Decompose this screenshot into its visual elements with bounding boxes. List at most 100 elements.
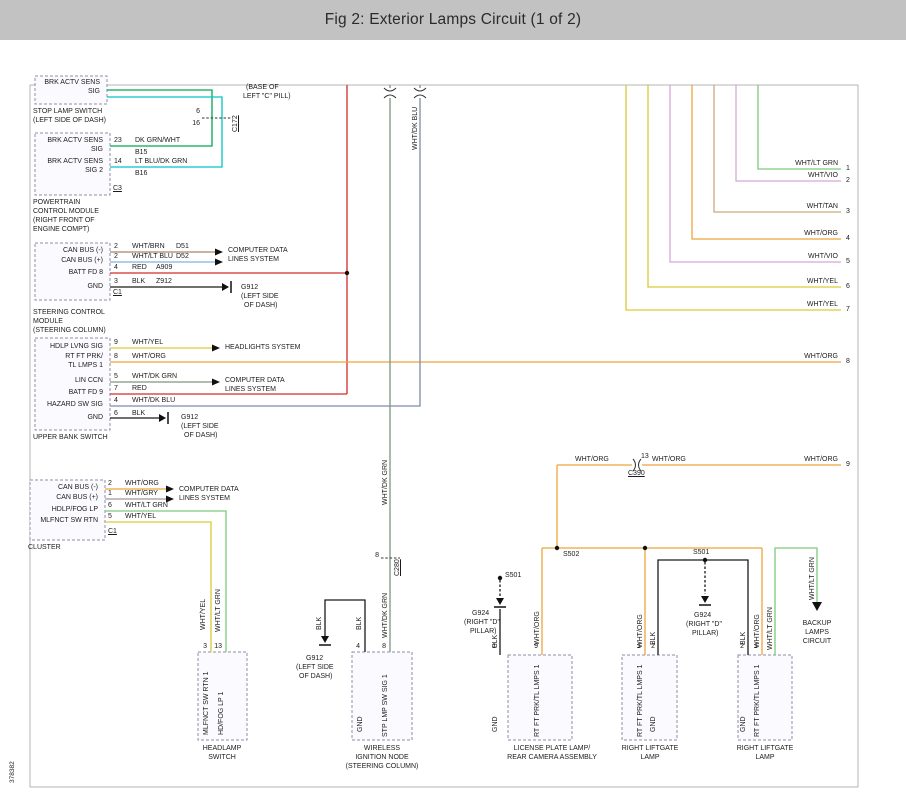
diagram-label: GND [492, 716, 499, 732]
diagram-label: LAMP [640, 754, 660, 761]
right-liftgate-lamp-1-box [621, 654, 678, 741]
diagram-label: D52 [176, 253, 189, 260]
ground-symbol-g924-license [496, 598, 504, 605]
diagram-label: WHT/DK BLU [132, 397, 176, 404]
backup-lamps-wire [774, 547, 822, 655]
line-break-symbols [383, 87, 427, 99]
diagram-label: CAN BUS (+) [56, 494, 98, 501]
diagram-label: (STEERING COLUMN) [33, 327, 106, 334]
wire-row-5 [669, 85, 841, 263]
diagram-label: WHT/ORG [804, 230, 838, 237]
diagram-label: ENGINE COMPT) [33, 226, 90, 233]
diagram-label: RT FT PRK/TL LMPS 1 [637, 664, 644, 738]
diagram-label: SIG [87, 88, 100, 95]
right-liftgate-lamp-2-name: RIGHT LIFTGATE [736, 745, 794, 752]
diagram-label: 6 [108, 502, 112, 509]
diagram-label: 1 [637, 643, 641, 650]
diagram-label: RED [132, 385, 147, 392]
scm-name: STEERING CONTROL [33, 309, 105, 316]
figure-number: 378382 [9, 761, 16, 783]
diagram-label: BRK ACTV SENS [47, 137, 103, 144]
connector-c3: C3 [113, 185, 122, 192]
ground-g924: G924 [694, 612, 712, 619]
diagram-label: 2 [114, 253, 118, 260]
splice-s501: S501 [505, 572, 522, 579]
diagram-label: BRK ACTV SENS [44, 79, 100, 86]
rear-lamps-ground-net [494, 557, 749, 655]
diagram-label: 4 [114, 264, 118, 271]
splice-s501-dot [497, 575, 503, 581]
diagram-label: 4 [846, 235, 850, 242]
diagram-label: HD/FOG LP 1 [218, 691, 225, 735]
splice-s502-dot [554, 545, 560, 551]
diagram-label: DK GRN/WHT [135, 137, 181, 144]
diagram-label: 1 [108, 490, 112, 497]
diagram-label: RED [132, 264, 147, 271]
diagram-label: WHT/LT BLU [132, 253, 173, 260]
diagram-label: WHT/YEL [806, 278, 838, 285]
diagram-label: OF DASH) [299, 673, 333, 680]
diagram-label: LAMP [755, 754, 775, 761]
pcm-name: POWERTRAIN [33, 199, 81, 206]
diagram-label: WHT/ORG [652, 456, 686, 463]
diagram-label: 5 [846, 258, 850, 265]
diagram-label: BRK ACTV SENS [47, 158, 103, 165]
diagram-label: GND [650, 716, 657, 732]
wire-junction-dot [642, 545, 648, 551]
ground-g912: G912 [181, 414, 199, 421]
cluster-name: CLUSTER [28, 544, 61, 551]
diagram-label: WHT/DK GRN [382, 459, 389, 505]
diagram-label: 1 [492, 643, 496, 650]
diagram-label: LIN CCN [74, 377, 103, 384]
diagram-label: COMPUTER DATA [225, 377, 285, 384]
diagram-label: 2 [651, 643, 655, 650]
license-plate-lamp-box [507, 654, 573, 741]
diagram-label: 2 [114, 243, 118, 250]
diagram-label: SIG [90, 146, 103, 153]
diagram-label: LINES SYSTEM [225, 386, 276, 393]
computer-data-arrow [215, 248, 223, 256]
goes-to-arrow [812, 602, 822, 611]
upper-bank-switch-box [34, 337, 111, 431]
diagram-label: B16 [135, 170, 148, 177]
diagram-label: WHT/DK BLU [412, 106, 419, 150]
diagram-label: WHT/DK GRN [132, 373, 178, 380]
diagram-label: SWITCH [208, 754, 236, 761]
diagram-label: WHT/ORG [125, 480, 159, 487]
diagram-label: LINES SYSTEM [179, 495, 230, 502]
diagram-label: SIG 2 [85, 167, 103, 174]
diagram-label: LINES SYSTEM [228, 256, 279, 263]
diagram-label: PILLAR) [470, 628, 497, 635]
diagram-label: 7 [114, 385, 118, 392]
diagram-label: BLK [132, 410, 146, 417]
diagram-label: MLFNCT SW RTN [40, 517, 98, 524]
diagram-label: (STEERING COLUMN) [345, 763, 419, 770]
diagram-label: WHT/YEL [132, 339, 164, 346]
diagram-label: BLK [132, 278, 146, 285]
computer-data-arrow [215, 258, 223, 266]
diagram-label: 3 [203, 643, 207, 650]
diagram-label: STP LMP SW SIG 1 [382, 674, 389, 737]
diagram-label: 4 [114, 397, 118, 404]
diagram-label: B15 [135, 149, 148, 156]
right-liftgate-lamp-1-name: RIGHT LIFTGATE [621, 745, 679, 752]
diagram-label: 1 [846, 165, 850, 172]
headlamp-switch-box [197, 651, 248, 741]
diagram-label: 5 [114, 373, 118, 380]
diagram-label: 8 [375, 552, 379, 559]
diagram-label: TL LMPS 1 [68, 362, 103, 369]
diagram-label: 2 [846, 177, 850, 184]
ground-g912: G912 [241, 284, 259, 291]
splice-s502: S502 [563, 551, 580, 558]
connector-c1-cluster: C1 [108, 528, 117, 535]
system-arrows [166, 248, 223, 503]
diagram-label: 2 [108, 480, 112, 487]
stop-lamp-switch-box [34, 75, 108, 105]
connector-c280: C280 [394, 559, 401, 576]
cluster-wires [105, 488, 227, 652]
diagram-label: GND [740, 716, 747, 732]
diagram-label: WHT/LT GRN [809, 557, 816, 600]
diagram-label: COMPUTER DATA [228, 247, 288, 254]
ground-symbol-g924-liftgate [701, 596, 709, 603]
